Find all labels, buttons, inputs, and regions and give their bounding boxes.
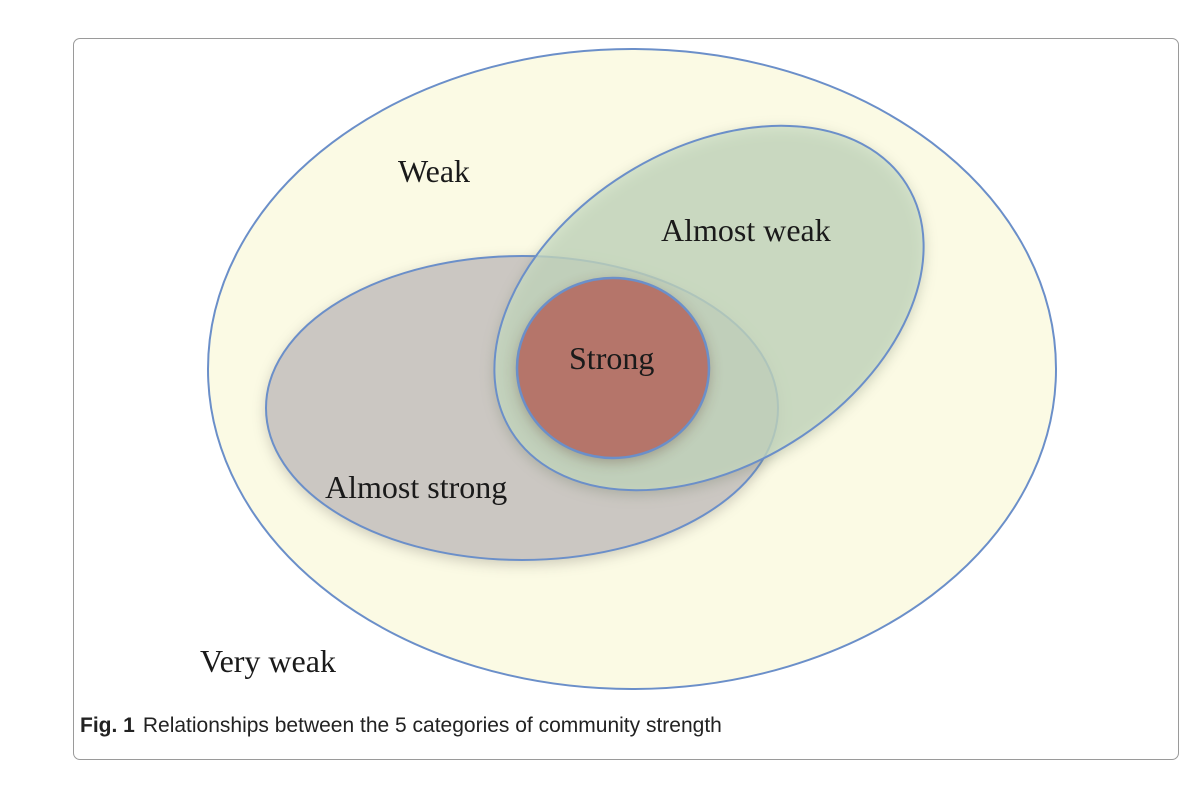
caption-text: Relationships between the 5 categories o… (142, 714, 722, 737)
caption-label: Fig. 1 (80, 714, 135, 737)
figure-caption: Fig. 1 Relationships between the 5 catego… (80, 714, 722, 738)
label-weak: Weak (398, 153, 470, 189)
label-almost-strong: Almost strong (325, 469, 507, 505)
label-very-weak: Very weak (200, 643, 336, 679)
label-almost-weak: Almost weak (661, 212, 831, 248)
label-strong: Strong (569, 340, 654, 376)
strong-region (515, 276, 711, 460)
